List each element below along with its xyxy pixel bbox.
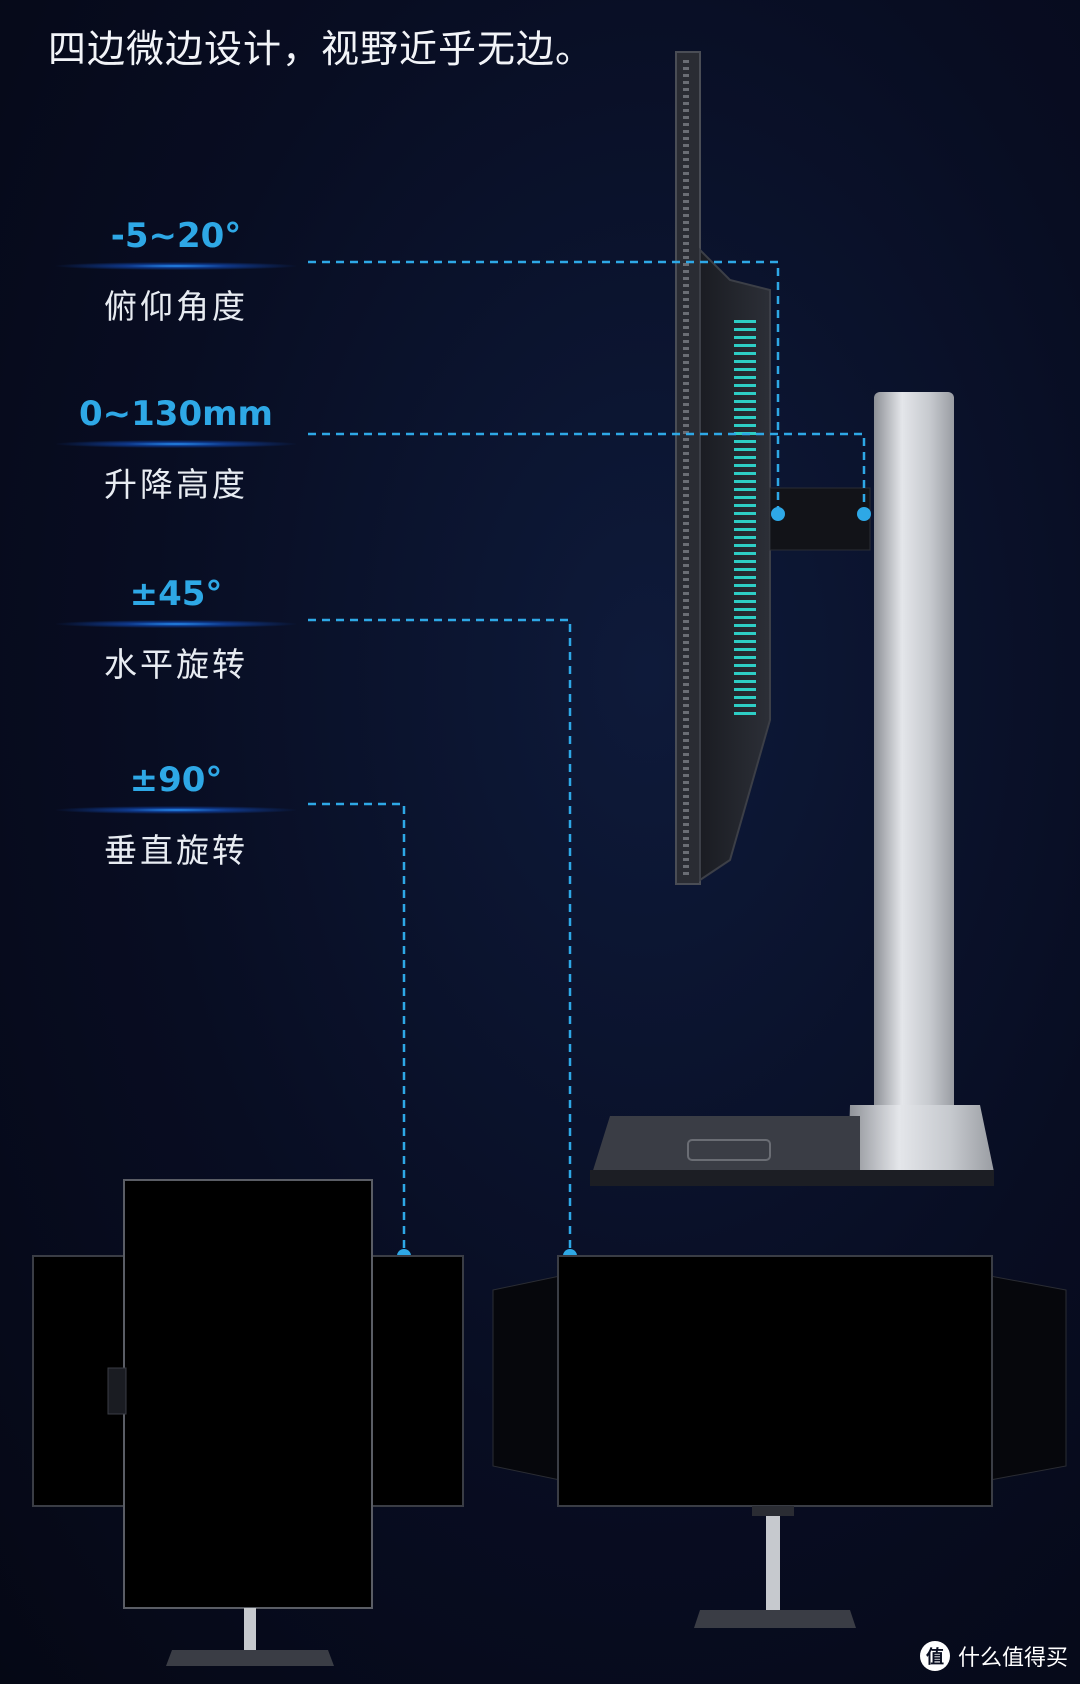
spec-height: 0~130mm 升降高度 <box>36 394 316 506</box>
spec-height-value: 0~130mm <box>79 394 273 434</box>
swivel-demo-neck <box>766 1506 780 1610</box>
callout-line-height <box>308 432 866 514</box>
zhide-badge-icon: 值 <box>919 1641 950 1671</box>
side-view-hinge <box>769 487 871 551</box>
pivot-demo-hinge <box>107 1367 127 1415</box>
side-view-base-logo <box>687 1139 771 1161</box>
pivot-demo <box>32 1179 464 1666</box>
side-view-back-housing <box>699 247 771 882</box>
spec-tilt-label: 俯仰角度 <box>104 287 248 326</box>
callout-line-tilt <box>308 260 780 514</box>
swivel-demo-right-ghost <box>989 1275 1067 1481</box>
side-view-monitor <box>590 51 994 1186</box>
callout-line-swivel <box>308 618 572 1256</box>
spec-pivot: ±90° 垂直旋转 <box>36 760 316 872</box>
swivel-demo-hinge <box>752 1506 794 1516</box>
callout-line-pivot <box>308 802 406 1256</box>
pivot-demo-base <box>166 1650 334 1666</box>
spec-tilt: -5~20° 俯仰角度 <box>36 216 316 328</box>
side-view-stand-neck <box>874 392 954 1142</box>
callout-dot-height <box>857 507 871 521</box>
callout-lines <box>308 260 866 1256</box>
spec-swivel-value: ±45° <box>129 574 223 614</box>
watermark-text: 什么值得买 <box>957 1646 1068 1671</box>
pivot-demo-neck <box>244 1608 256 1652</box>
swivel-demo-base <box>694 1610 856 1628</box>
swivel-demo-left-ghost <box>492 1275 561 1481</box>
side-view-stand-base-edge <box>590 1170 994 1186</box>
spec-height-glow <box>56 440 296 448</box>
spec-swivel-glow <box>56 620 296 628</box>
swivel-demo <box>492 1255 1067 1628</box>
watermark: 值 什么值得买 <box>919 1640 1068 1672</box>
spec-tilt-value: -5~20° <box>110 216 242 256</box>
spec-height-label: 升降高度 <box>104 465 248 504</box>
side-view-stand-base <box>590 1116 860 1180</box>
spec-swivel: ±45° 水平旋转 <box>36 574 316 686</box>
spec-pivot-value: ±90° <box>129 760 223 800</box>
headline: 四边微边设计，视野近乎无边。 <box>48 27 595 71</box>
spec-pivot-label: 垂直旋转 <box>104 831 248 870</box>
pivot-demo-portrait <box>123 1179 373 1609</box>
spec-swivel-label: 水平旋转 <box>104 645 248 684</box>
spec-tilt-glow <box>56 262 296 270</box>
callout-dot-tilt <box>771 507 785 521</box>
swivel-demo-screen <box>557 1255 993 1507</box>
side-view-stand-foot-front <box>848 1105 994 1172</box>
spec-pivot-glow <box>56 806 296 814</box>
